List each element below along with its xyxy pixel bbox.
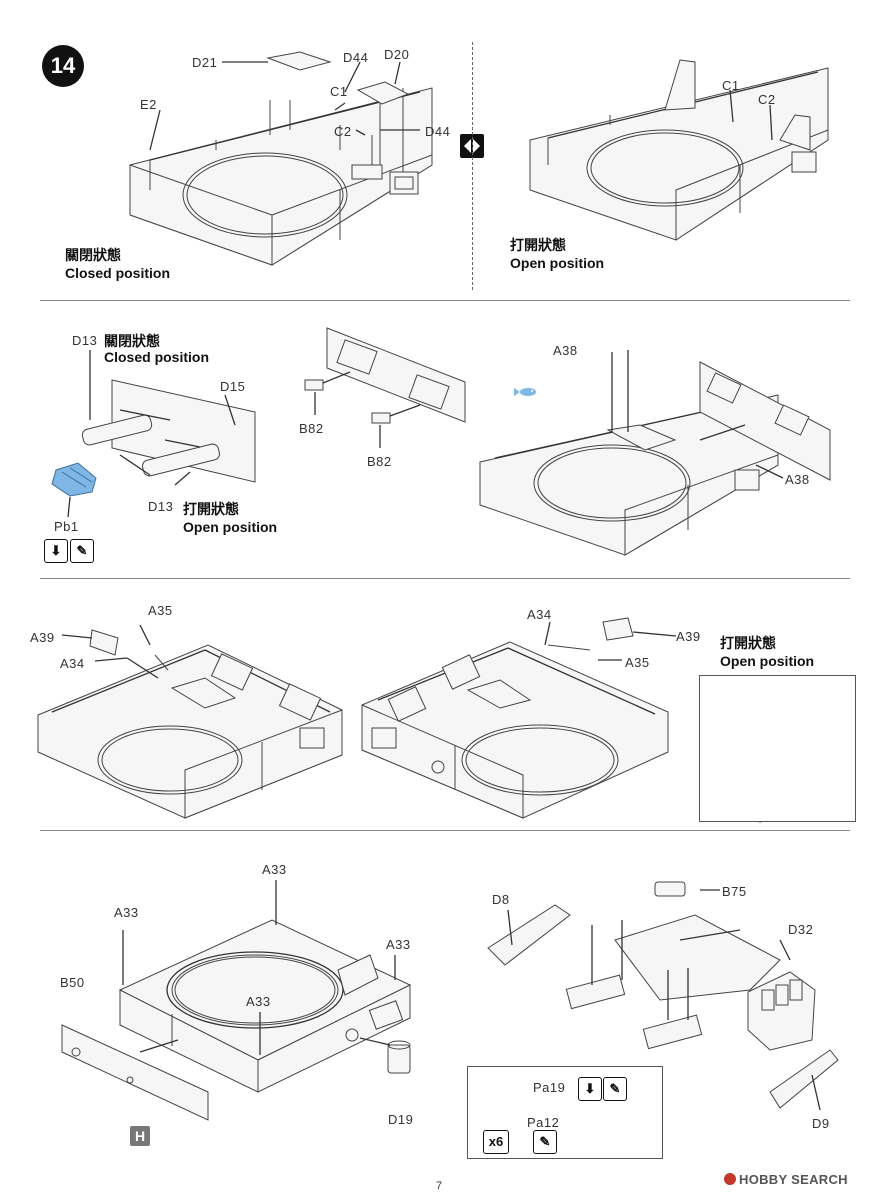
- hull-a39-left-drawing: [37, 624, 343, 819]
- fish-hint-icon: [514, 388, 536, 396]
- closed-caption-en-2: Closed position: [104, 349, 209, 365]
- open-position-detail-box: [699, 675, 856, 822]
- label-c2: C2: [334, 124, 352, 139]
- page-number: 7: [436, 1180, 443, 1192]
- paint-brush-icon: ✎: [70, 539, 94, 563]
- closed-caption-jp-2: 關閉狀態: [104, 333, 160, 349]
- roller-set: [761, 979, 803, 1011]
- section-divider-1: [40, 300, 850, 301]
- label-a33-right: A33: [386, 937, 411, 952]
- open-caption-jp-2: 打開狀態: [183, 501, 239, 517]
- label-a35-right: A35: [625, 655, 650, 670]
- glue-icon: ⬇: [578, 1077, 602, 1101]
- label-d9: D9: [812, 1116, 830, 1131]
- track-links: [565, 974, 703, 1050]
- label-d13-b: D13: [148, 499, 174, 514]
- label-c1: C1: [330, 84, 348, 99]
- photo-etch-legend-box: [467, 1066, 663, 1159]
- label-d20: D20: [384, 47, 410, 62]
- label-b82-a: B82: [299, 421, 324, 436]
- label-c2-right: C2: [758, 92, 776, 107]
- label-pa12: Pa12: [527, 1115, 560, 1130]
- hull-open-drawing: [529, 59, 829, 241]
- open-caption-en: Open position: [510, 255, 605, 271]
- open-caption-en-2: Open position: [183, 519, 278, 535]
- label-a39: A39: [30, 630, 55, 645]
- watermark-logo: HOBBY SEARCH: [724, 1172, 848, 1187]
- label-d21: D21: [192, 55, 218, 70]
- watermark-text: HOBBY SEARCH: [739, 1172, 848, 1187]
- hull-a38-drawing: [479, 350, 831, 556]
- glue-icon: ⬇: [44, 539, 68, 563]
- label-d44-b: D44: [425, 124, 451, 139]
- label-a34-right: A34: [527, 607, 552, 622]
- step-h-badge: H: [130, 1126, 150, 1146]
- label-d32: D32: [788, 922, 814, 937]
- label-a38-a: A38: [553, 343, 578, 358]
- hull-a39-right-drawing: [361, 617, 677, 819]
- open-caption-jp: 打開狀態: [510, 237, 566, 253]
- label-a38-b: A38: [785, 472, 810, 487]
- paint-brush-icon: ✎: [603, 1077, 627, 1101]
- label-d44-a: D44: [343, 50, 369, 65]
- d15-assembly-drawing: [51, 350, 256, 518]
- label-a39-right: A39: [676, 629, 701, 644]
- watermark-dot-icon: [724, 1173, 736, 1185]
- label-d13-a: D13: [72, 333, 98, 348]
- label-d15: D15: [220, 379, 246, 394]
- label-pa19: Pa19: [533, 1080, 566, 1095]
- label-d8: D8: [492, 892, 510, 907]
- open-caption-en-3: Open position: [720, 653, 815, 669]
- open-caption-jp-3: 打開狀態: [720, 635, 776, 651]
- step-number-badge: 14: [42, 45, 84, 87]
- label-d19: D19: [388, 1112, 414, 1127]
- label-a35: A35: [148, 603, 173, 618]
- b82-plate-drawing: [304, 327, 466, 448]
- label-a33-mid: A33: [246, 994, 271, 1009]
- paint-brush-icon: ✎: [533, 1130, 557, 1154]
- label-b75: B75: [722, 884, 747, 899]
- label-pb1: Pb1: [54, 519, 79, 534]
- label-a33-left: A33: [114, 905, 139, 920]
- label-a34: A34: [60, 656, 85, 671]
- section-divider-2: [40, 578, 850, 579]
- hull-closed-drawing: [129, 51, 433, 266]
- track-module-drawing: [487, 881, 839, 1111]
- section-divider-3: [40, 830, 850, 831]
- hull-a33-drawing: [61, 880, 412, 1121]
- closed-caption-jp: 關閉狀態: [65, 247, 121, 263]
- label-b50: B50: [60, 975, 85, 990]
- label-b82-b: B82: [367, 454, 392, 469]
- label-e2: E2: [140, 97, 157, 112]
- label-a33-top: A33: [262, 862, 287, 877]
- section1-divider-vertical: [472, 42, 473, 290]
- label-c1-right: C1: [722, 78, 740, 93]
- closed-caption-en: Closed position: [65, 265, 170, 281]
- quantity-badge: x6: [483, 1130, 509, 1154]
